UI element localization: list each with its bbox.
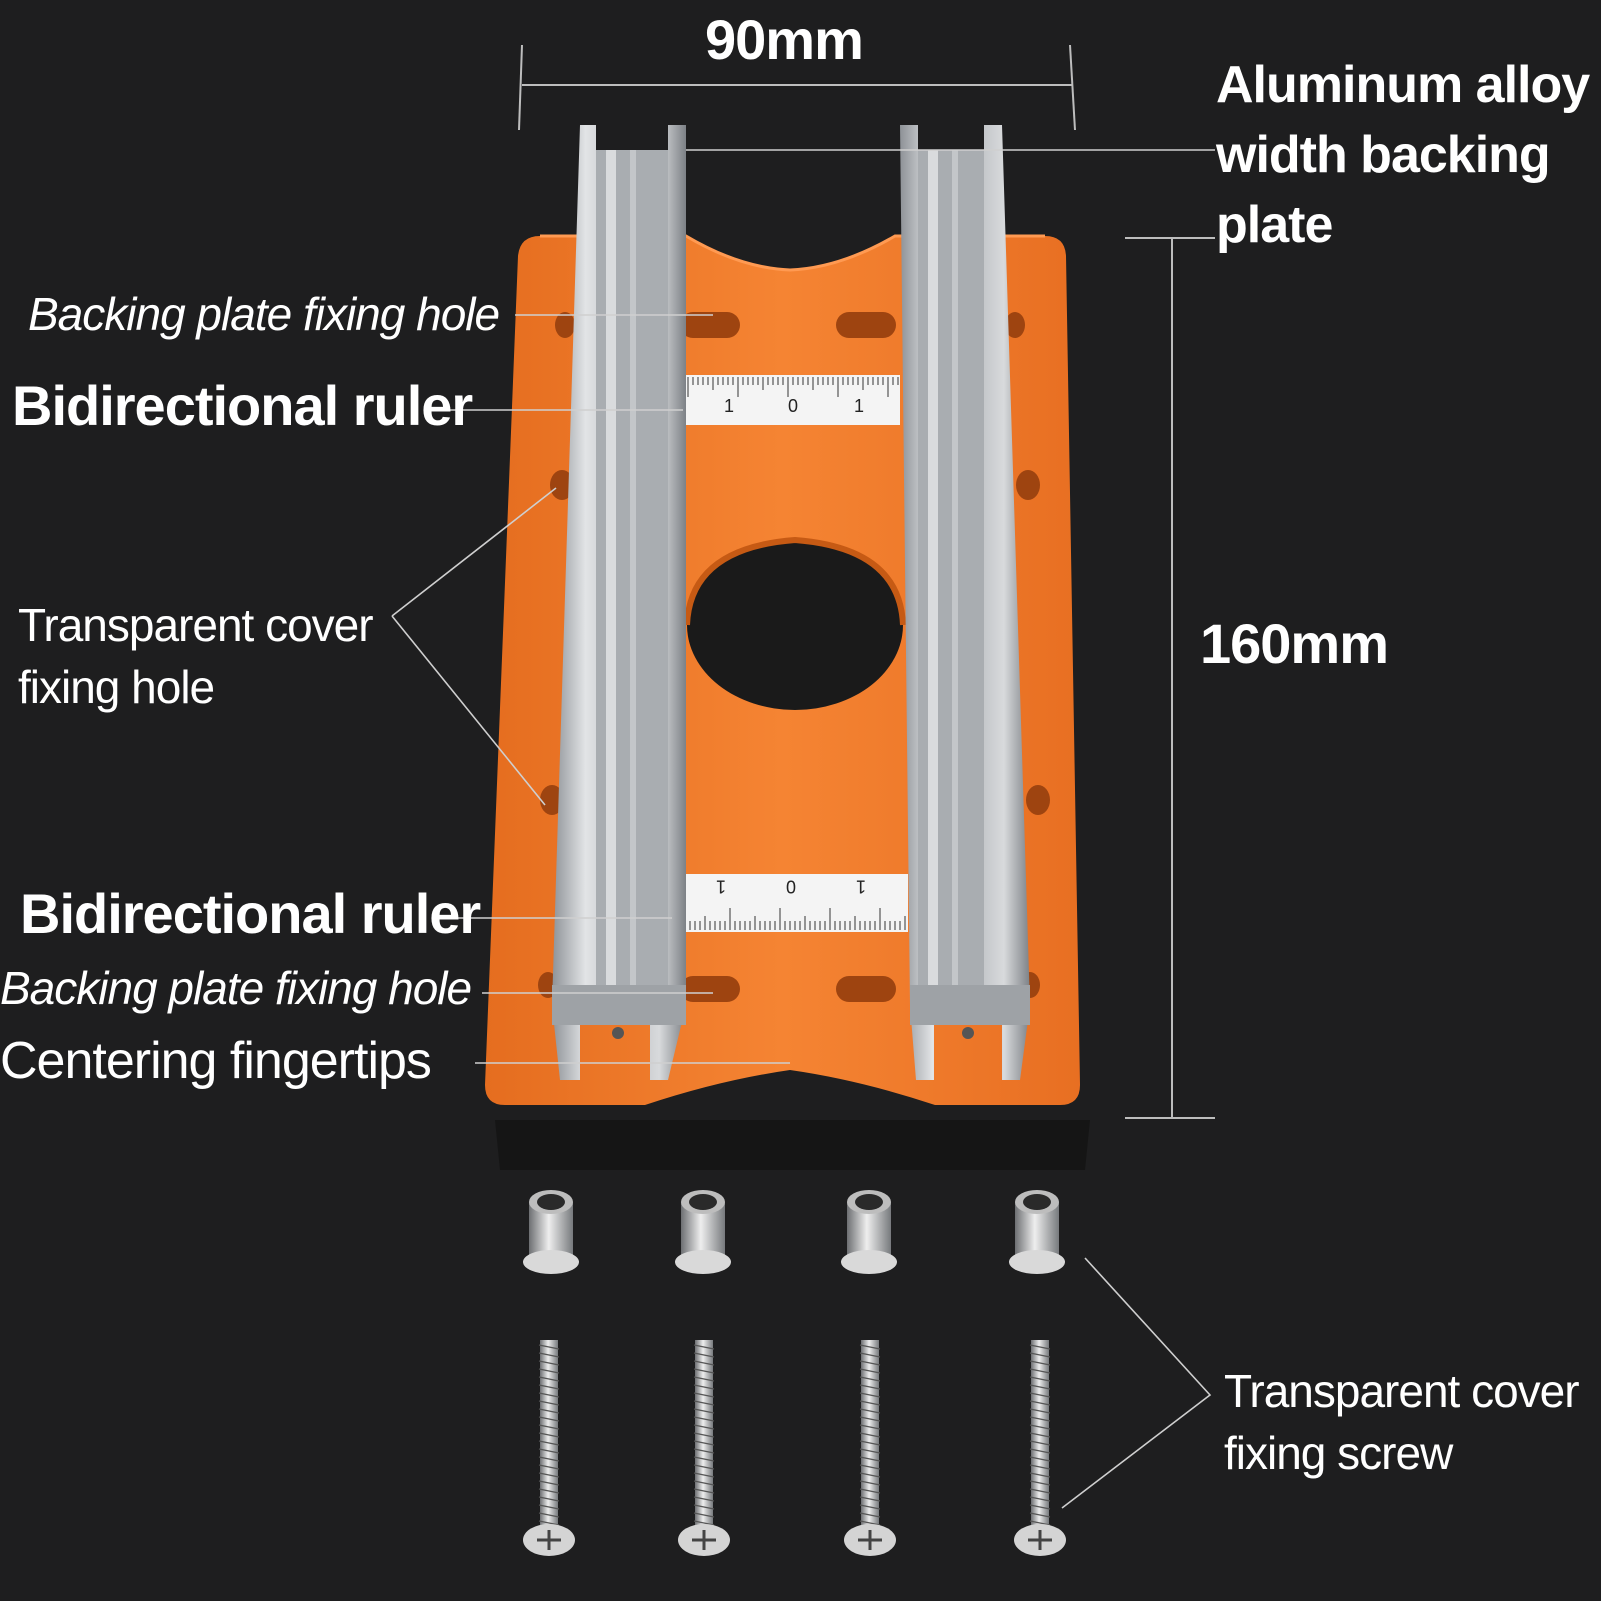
backing-slot bbox=[836, 976, 896, 1002]
callout-transparent-hole: Transparent cover fixing hole bbox=[18, 599, 374, 713]
ruler-top bbox=[684, 375, 900, 425]
width-dimension-label: 90mm bbox=[705, 8, 864, 71]
threaded-insert bbox=[841, 1190, 897, 1274]
ruler-bottom bbox=[676, 874, 908, 932]
ruler-bottom-digit: 0 bbox=[786, 876, 797, 897]
center-hole bbox=[687, 540, 903, 710]
callout-backing-hole-bottom: Backing plate fixing hole bbox=[0, 962, 472, 1014]
fixing-screw bbox=[523, 1340, 575, 1556]
threaded-insert bbox=[675, 1190, 731, 1274]
cover-hole bbox=[1016, 470, 1040, 500]
length-dimension bbox=[1125, 237, 1215, 1119]
backing-slot bbox=[836, 312, 896, 338]
plate-shadow bbox=[495, 1120, 1090, 1170]
fixing-screw bbox=[678, 1340, 730, 1556]
threaded-insert bbox=[523, 1190, 579, 1274]
callout-backing-hole-top: Backing plate fixing hole bbox=[28, 288, 500, 340]
cover-hole bbox=[550, 470, 574, 500]
ruler-top-digit: 0 bbox=[788, 396, 799, 416]
callout-centering-fingertips: Centering fingertips bbox=[0, 1032, 432, 1090]
cover-hole bbox=[540, 785, 564, 815]
threaded-insert bbox=[1009, 1190, 1065, 1274]
callout-ruler-top: Bidirectional ruler bbox=[12, 374, 473, 437]
ruler-top-digit: 1 bbox=[854, 396, 865, 416]
backing-slot bbox=[680, 976, 740, 1002]
leader-lines bbox=[391, 149, 1215, 1509]
width-dimension bbox=[518, 44, 1076, 131]
length-dimension-label: 160mm bbox=[1200, 612, 1389, 675]
aluminum-rail-right bbox=[900, 125, 1030, 1080]
backing-slot bbox=[680, 312, 740, 338]
ruler-bottom-digit: 1 bbox=[856, 876, 867, 897]
threaded-inserts bbox=[523, 1190, 1065, 1274]
fixing-screws bbox=[523, 1340, 1066, 1556]
aluminum-rail-left bbox=[552, 125, 686, 1080]
ruler-top-digit: 1 bbox=[724, 396, 735, 416]
callout-transparent-screw: Transparent cover fixing screw bbox=[1224, 1365, 1580, 1479]
callout-aluminum-plate: Aluminum alloy width backing plate bbox=[1216, 56, 1590, 254]
fixing-screw bbox=[1014, 1340, 1066, 1556]
callout-ruler-bottom: Bidirectional ruler bbox=[20, 882, 481, 945]
ruler-bottom-digit: 1 bbox=[716, 876, 727, 897]
fixing-screw bbox=[844, 1340, 896, 1556]
cover-hole bbox=[1026, 785, 1050, 815]
